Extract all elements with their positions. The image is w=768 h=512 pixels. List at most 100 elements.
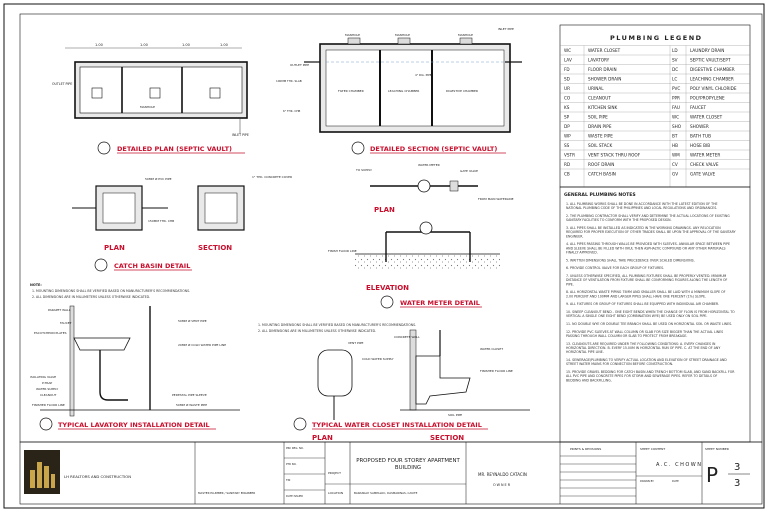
general-note-item: 12. PROVIDE PVC SLEEVES AT WALL COLUMN O… — [566, 330, 723, 338]
legend-abbrev: WC — [564, 48, 571, 53]
wm-plan-title: PLAN — [374, 206, 395, 214]
legend-description: GATE VALVE — [690, 172, 716, 177]
general-note-item: 2. THE PLUMBING CONTRACTOR SHALL VERIFY … — [566, 214, 730, 222]
wm-title-marker — [380, 295, 394, 309]
legend-abbrev: SP — [564, 115, 570, 120]
manhole-2 — [149, 87, 161, 99]
wc-soil: SOIL PIPE — [448, 413, 462, 417]
wc-note-2: 2. ALL DIMENSIONS ARE IN MILLIMETERS UNL… — [258, 329, 376, 333]
lav-faucet: FAUCET — [60, 321, 72, 325]
sheet-num: 3 — [734, 462, 740, 473]
wc-water-closet: WATER CLOSET — [480, 347, 503, 351]
legend-abbrev: SV — [672, 58, 678, 63]
wc-plan-title: PLAN — [312, 434, 333, 442]
legend-abbrev: FD — [564, 67, 570, 72]
legend-description: URINAL — [588, 86, 604, 91]
legend-description: LEACHING CHAMBER — [690, 77, 734, 82]
general-note-item: 4. ALL PIPES PASSING THROUGH WALLS BE PR… — [566, 242, 730, 254]
legend-description: LAUNDRY DRAIN — [690, 48, 724, 53]
water-closet-title: TYPICAL WATER CLOSET INSTALLATION DETAIL — [312, 421, 482, 429]
lav-parapet: PARAPET WALL — [48, 308, 71, 312]
wm-gate-label: GATE VALVE — [460, 169, 478, 173]
legend-description: WATER CLOSET — [588, 48, 621, 53]
legend-abbrev: WM — [672, 153, 680, 158]
legend-description: WATER METER — [690, 153, 720, 158]
legend-description: WASTE PIPE — [588, 134, 613, 139]
wm-to-supply: TO SUPPLY — [355, 168, 372, 172]
wm-floor-line: FINISH FLOOR LINE — [328, 249, 357, 253]
sheet-content-label: SHEET CONTENT — [640, 447, 665, 451]
general-note-item: 14. SEWERAGE/PLUMBING TO VERIFY ACTUAL L… — [566, 358, 727, 366]
water-meter-detail: TO SUPPLY WATER METER GATE VALVE FROM MA… — [328, 163, 514, 309]
filter-chamber-label: FILTER CHAMBER — [338, 89, 364, 93]
lavatory-title: TYPICAL LAVATORY INSTALLATION DETAIL — [58, 421, 210, 429]
cb-cover-label: 1" THK. CONCRETE COVER — [252, 175, 292, 179]
section-manhole-1: MANHOLE — [345, 33, 360, 37]
location-value: BARANGAY SAMPALOC, DASMARINAS, CAVITE — [354, 491, 418, 495]
wc-plan-fixture — [317, 349, 353, 397]
general-note-item: 1. ALL PLUMBING WORKS SHALL BE DONE IN A… — [566, 202, 718, 210]
legend-description: POLYPROPYLENE — [690, 96, 725, 101]
section-outlet-label: OUTLET PIPE — [290, 63, 309, 67]
lav-isolating: ISOLATING VALVE — [30, 375, 56, 379]
wc-section-fixture — [415, 355, 471, 405]
owner-label: OWNER — [493, 483, 511, 487]
general-note-item: 6. PROVIDE CONTROL VALVE FOR EACH GROUP … — [566, 266, 664, 270]
legend-description: LAVATORY — [588, 58, 610, 63]
legend-description: CHECK VALVE — [690, 162, 719, 167]
issued-label: DATE ISSUED — [286, 494, 303, 498]
cb-title-marker — [94, 258, 108, 272]
legend-description: FLOOR DRAIN — [588, 67, 617, 72]
lav-pedestal: PEDESTAL PIPE SLEEVE — [172, 393, 207, 397]
title-block: LH REALTORS AND CONSTRUCTION MASTER PLUM… — [19, 441, 763, 505]
sheet-border — [3, 3, 765, 509]
general-note-item: 13. CLEANOUTS ARE REQUIRED UNDER THE FOL… — [566, 342, 720, 354]
ptr-label: PTR NO. — [286, 462, 297, 466]
legend-abbrev: SHO — [672, 124, 682, 129]
legend-description: ROOF DRAIN — [588, 162, 614, 167]
plan-outlet-label: OUTLET PIPE — [52, 82, 72, 86]
lav-waste: 50MM Ø WASTE PIPE — [176, 402, 207, 407]
legend-description: WATER CLOSET — [690, 115, 723, 120]
section-manhole-2: MANHOLE — [395, 33, 410, 37]
plan-title-marker — [97, 141, 111, 155]
lav-cold: 20MM Ø COLD WATER PIPE LINE — [178, 342, 226, 347]
wm-plan-meter — [417, 179, 431, 193]
general-note-item: 10. SWEEP CLEANOUT BEND - ONE EIGHT BEND… — [566, 310, 735, 318]
detailed-plan-title: DETAILED PLAN (SEPTIC VAULT) — [117, 145, 232, 153]
legend-abbrev: WC — [672, 115, 679, 120]
legend-abbrev: LD — [672, 48, 678, 53]
water-closet-detail: 1. MOUNTING DIMENSIONS SHALL BE VERIFIED… — [258, 323, 530, 442]
digestive-chamber-label: DIGESTIVE CHAMBER — [446, 89, 478, 93]
vault-dim-3: 1.00 — [182, 43, 190, 47]
legend-abbrev: SD — [564, 77, 570, 82]
legend-abbrev: PVC — [672, 86, 680, 91]
owner-name: MR. REYNALDO CATACIN — [478, 472, 527, 477]
septic-vault-section: MANHOLE MANHOLE MANHOLE INLET PIPE OUTLE… — [276, 27, 522, 155]
legend-description: SOIL STACK — [588, 143, 612, 148]
wc-section-title: SECTION — [430, 434, 464, 442]
tin-label: TIN — [286, 478, 290, 482]
wc-note-1: 1. MOUNTING DIMENSIONS SHALL BE VERIFIED… — [258, 323, 416, 327]
project-label: PROJECT — [328, 471, 341, 475]
legend-description: DRAIN PIPE — [588, 124, 612, 129]
note-1: 1. MOUNTING DIMENSIONS SHALL BE VERIFIED… — [32, 289, 190, 293]
legend-abbrev: WP — [564, 134, 571, 139]
legend-abbrev: KS — [564, 105, 570, 110]
location-label: LOCATION — [328, 491, 343, 495]
general-notes: GENERAL PLUMBING NOTES 1. ALL PLUMBING W… — [559, 186, 751, 443]
legend-abbrev: RD — [564, 162, 570, 167]
lav-escutcheon: ESCUTCHEON PLATES — [34, 331, 67, 335]
wc-finished: FINISHED FLOOR LINE — [480, 369, 513, 373]
legend-abbrev: VSTR — [564, 153, 575, 158]
general-note-item: 5. WRITTEN DIMENSIONS SHALL TAKE PRECEDE… — [566, 258, 695, 262]
legend-abbrev: GV — [672, 172, 678, 177]
pipe-note: 4" DIA. PIPE — [415, 73, 432, 77]
catch-basin-detail: 50MM Ø PVC PIPE 150MM THK. CHB 1" THK. C… — [72, 175, 292, 272]
legend-abbrev: CO — [564, 96, 571, 101]
drawn-value: A.C. CHOWN — [656, 462, 702, 468]
slab-note: 100MM THK. SLAB — [276, 79, 302, 83]
plan-manhole-label: MANHOLE — [140, 105, 155, 109]
note-2: 2. ALL DIMENSIONS ARE IN MILLIMETERS UNL… — [32, 295, 150, 299]
